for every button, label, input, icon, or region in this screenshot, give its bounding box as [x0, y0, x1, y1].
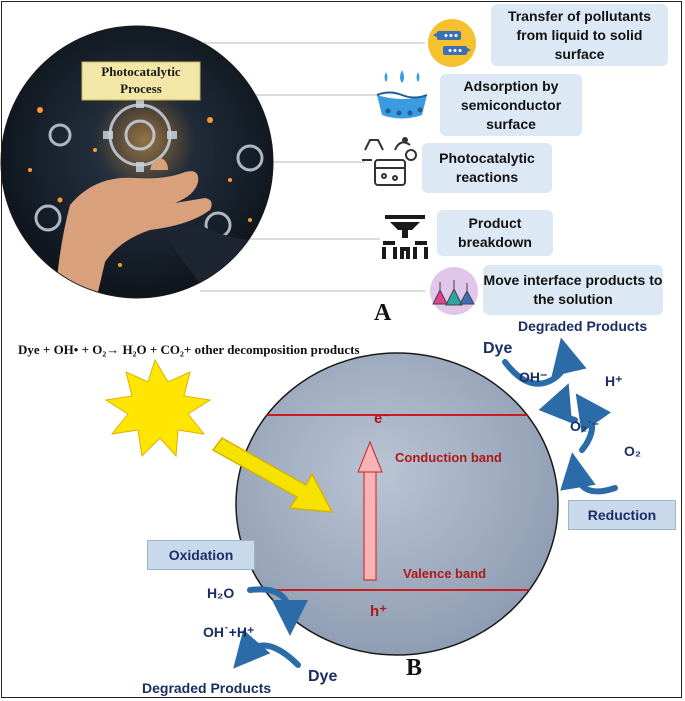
- step-adsorption-box: Adsorption by semiconductor surface: [440, 74, 582, 136]
- excitation-arrow: [357, 440, 383, 581]
- reaction-equation: Dye + OH• + O₂→ H₂O + CO₂+ other decompo…: [18, 342, 360, 357]
- step-move-box: Move interface products to the solution: [483, 265, 663, 315]
- panel-b-graphics: [104, 337, 618, 669]
- circle-caption-line2: Process: [120, 81, 162, 96]
- step-transfer-box: Transfer of pollutants from liquid to so…: [491, 4, 668, 66]
- reduction-flow-arrows: [502, 337, 618, 495]
- oxidation-water: H₂O: [207, 585, 235, 601]
- panel-b-letter: B: [406, 655, 423, 681]
- oxidation-dye: Dye: [308, 668, 338, 685]
- reduction-h-plus: H⁺: [605, 373, 623, 389]
- oxidation-tag: Oxidation: [147, 540, 255, 570]
- reaction-lab-icon: [362, 137, 417, 186]
- step-move-label: Move interface products to the solution: [483, 272, 663, 307]
- conduction-band-label: Conduction band: [395, 450, 502, 465]
- transfer-arrows-icon: [428, 19, 476, 67]
- hole-label: h⁺: [370, 603, 388, 620]
- reduction-oh-radical: OH⁻: [519, 369, 548, 385]
- oxidation-degraded-products: Degraded Products: [142, 680, 272, 696]
- reduction-degraded-products: Degraded Products: [518, 318, 648, 334]
- reduction-superoxide: O₂˙⁻: [570, 418, 600, 434]
- step-adsorption-label: Adsorption by semiconductor surface: [460, 77, 562, 132]
- step-breakdown-box: Product breakdown: [437, 210, 553, 256]
- step-breakdown-label: Product breakdown: [458, 215, 532, 250]
- reduction-dye: Dye: [483, 340, 513, 357]
- electron-label: e⁻: [374, 410, 391, 427]
- valence-band-label: Valence band: [403, 566, 487, 581]
- oxidation-flow-arrows: [233, 586, 308, 669]
- light-arrow: [211, 437, 334, 513]
- breakdown-press-icon: [382, 215, 428, 259]
- flasks-icon: [430, 267, 478, 315]
- step-reactions-box: Photocatalytic reactions: [422, 143, 552, 193]
- semiconductor-particle: [235, 352, 559, 656]
- sun-icon: [104, 358, 212, 458]
- reduction-oxygen: O₂: [624, 443, 642, 459]
- reduction-tag: Reduction: [568, 500, 676, 530]
- step-transfer-label: Transfer of pollutants from liquid to so…: [507, 7, 652, 62]
- panel-a-graphics: [0, 19, 478, 315]
- panel-a-letter: A: [374, 300, 392, 326]
- circle-caption-box: [81, 61, 201, 101]
- adsorption-drops-icon: [376, 70, 428, 119]
- oxidation-oh-h: OH˙+H⁺: [203, 624, 255, 640]
- step-reactions-label: Photocatalytic reactions: [439, 150, 535, 185]
- circle-caption-line1: Photocatalytic: [101, 64, 181, 79]
- photocatalytic-process-photo: [1, 26, 273, 298]
